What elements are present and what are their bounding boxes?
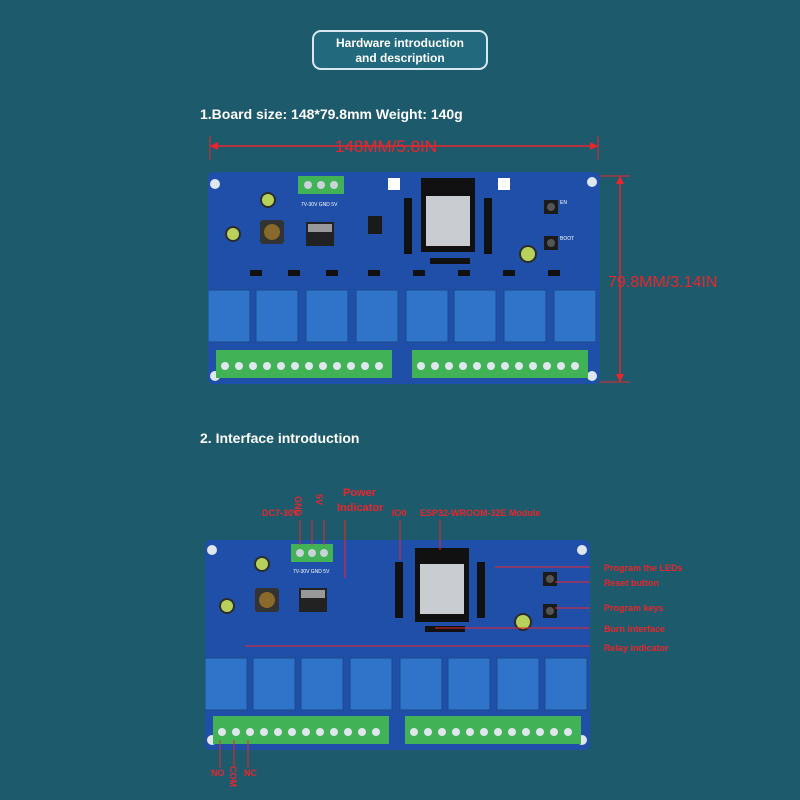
board-photo-annotated: 7V-30V GND 5V — [205, 540, 590, 750]
terminal-silkscreen: 7V-30V GND 5V — [301, 202, 338, 208]
header-badge: Hardware introduction and description — [312, 30, 488, 70]
program-keys-label: Program keys — [604, 603, 664, 613]
header-line-1: Hardware introduction — [335, 36, 464, 50]
board-size-title: 1.Board size: 148*79.8mm Weight: 140g — [200, 106, 463, 122]
height-dimension-label: 79.8MM/3.14IN — [608, 274, 718, 291]
relay-indicator-label: Relay indicator — [604, 643, 669, 653]
interface-title: 2. Interface introduction — [200, 430, 360, 446]
en-silkscreen: EN — [560, 200, 567, 206]
program-leds-label: Program the LEDs — [604, 563, 683, 573]
reset-button-label: Reset button — [604, 578, 659, 588]
boot-silkscreen: BOOT — [560, 236, 574, 242]
dc-label: DC7-30V — [262, 508, 300, 518]
board-photo-top: 7V-30V GND 5V EN BOOT — [208, 172, 600, 384]
io0-label: IO0 — [392, 508, 407, 518]
nc-label: NC — [244, 768, 257, 778]
header-line-2: and description — [355, 51, 445, 65]
width-dimension-label: 148MM/5.8IN — [335, 137, 438, 156]
power-label: Power — [343, 487, 377, 499]
module-label: ESP32-WROOM-32E Module — [420, 508, 541, 518]
no-label: NO — [211, 768, 225, 778]
terminal-silkscreen-2: 7V-30V GND 5V — [293, 569, 330, 575]
burn-interface-label: Burn interface — [604, 624, 666, 634]
indicator-label: Indicator — [337, 502, 384, 514]
